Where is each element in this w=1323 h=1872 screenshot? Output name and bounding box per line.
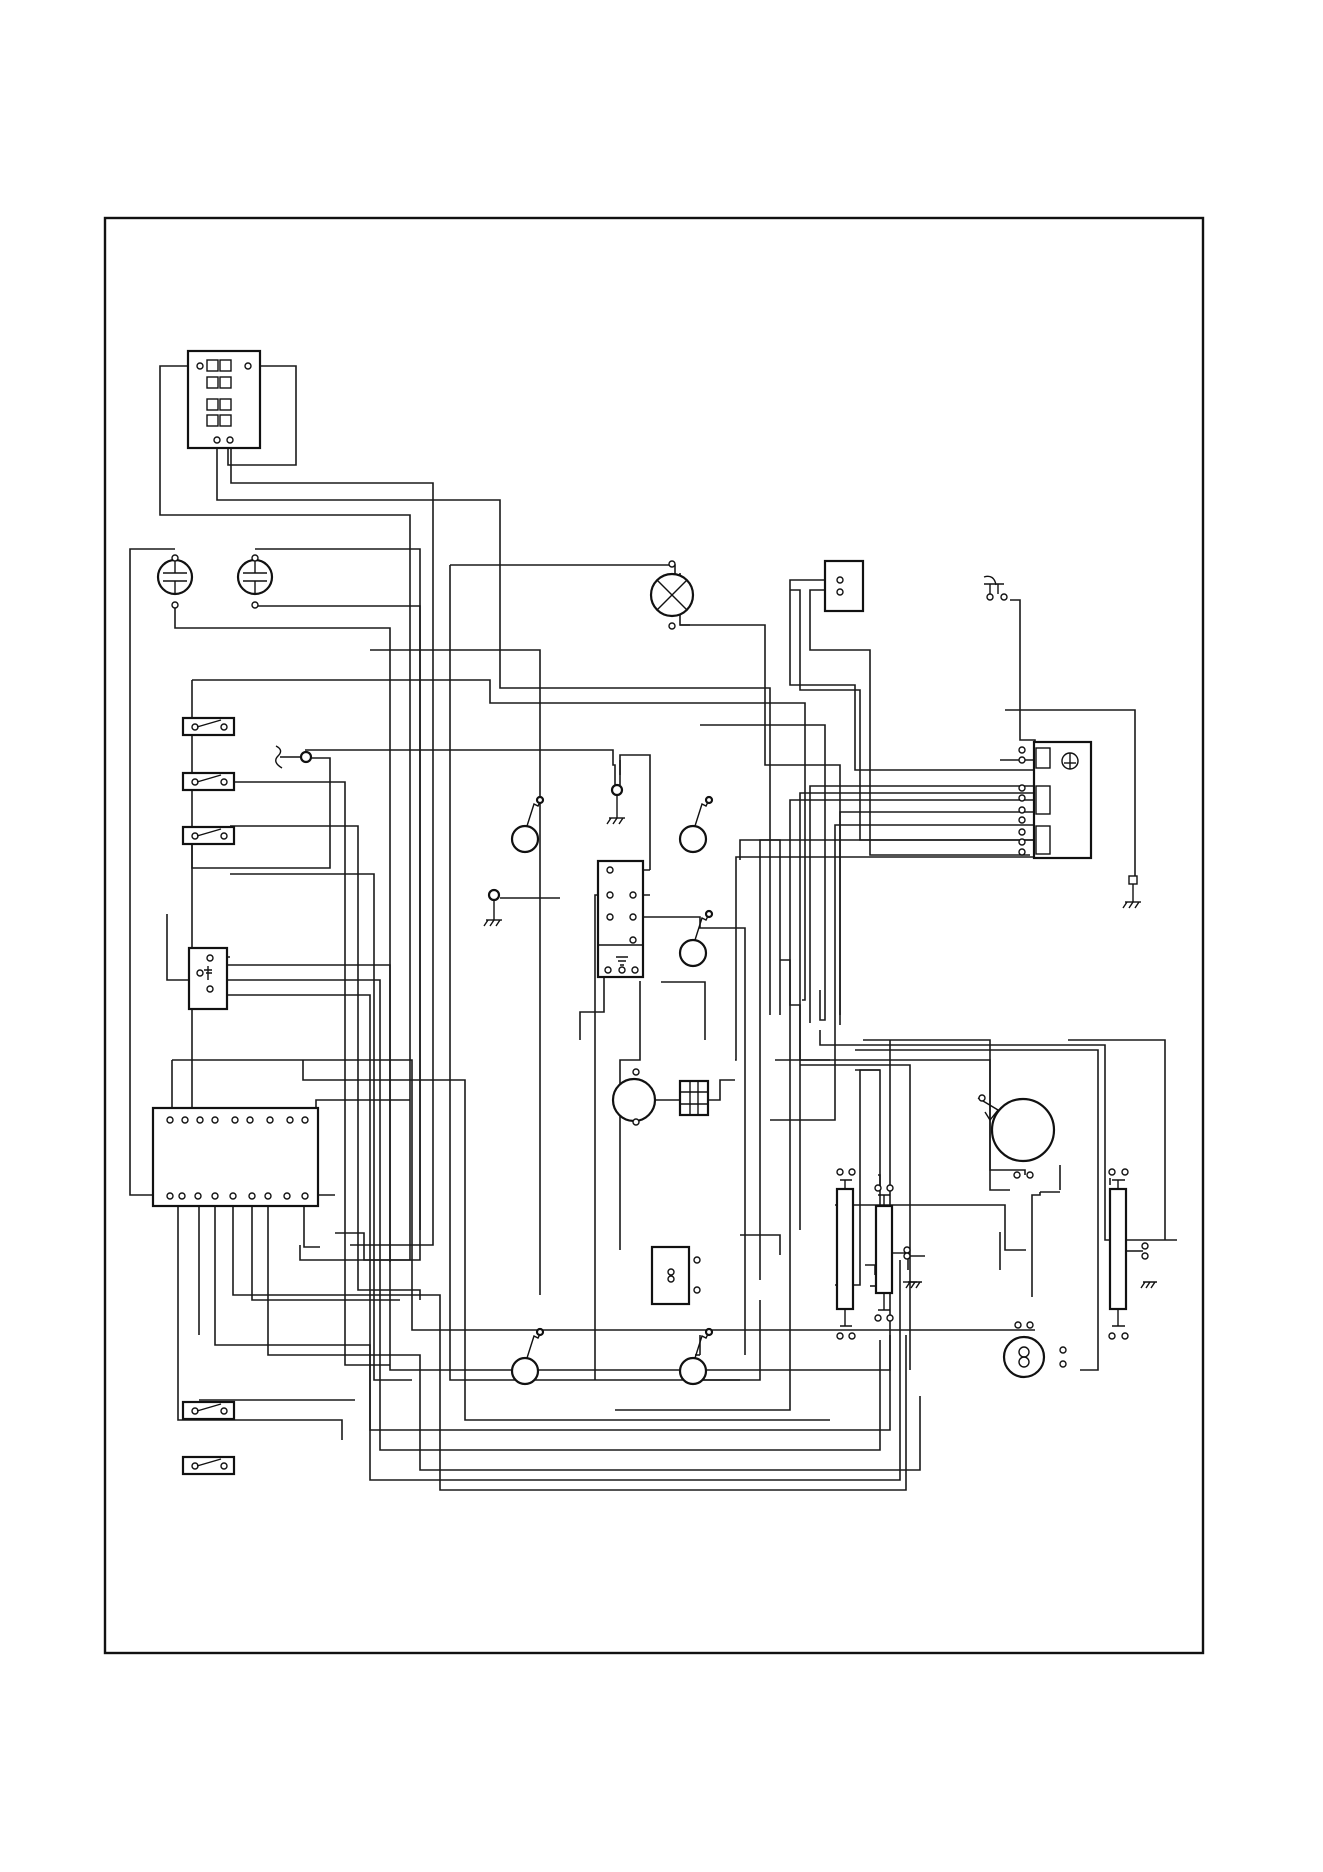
lamp: [651, 561, 693, 629]
heating-element-5: [680, 1329, 712, 1384]
relay-switch-2: [183, 773, 234, 790]
relay-switch-5: [183, 1457, 234, 1474]
heater-rod-3: [1109, 1169, 1157, 1339]
connector-block: [825, 561, 863, 611]
earth-ground: [1123, 876, 1141, 908]
heating-element-2: [680, 797, 712, 852]
wires: [130, 366, 1177, 1490]
junction-box: [598, 861, 643, 977]
ground-symbol-center: [607, 785, 625, 824]
heater-rod-1: [837, 1169, 855, 1339]
relay-switch-1: [183, 718, 234, 735]
relay-switch-3: [183, 827, 234, 844]
thermal-fuse: [984, 576, 1007, 600]
diagram-frame: [105, 218, 1203, 1653]
terminal-block: [189, 948, 227, 1009]
neon-indicator-right: [238, 555, 272, 608]
transformer: [652, 1247, 700, 1304]
display-panel: [188, 351, 260, 448]
ground-symbol-left: [484, 890, 502, 926]
heating-element-4: [512, 1329, 543, 1384]
heating-element-3: [680, 911, 712, 966]
heating-element-1: [512, 797, 543, 852]
relay-switch-4: [183, 1402, 234, 1419]
neon-indicator-left: [158, 555, 192, 608]
control-board: [153, 1108, 318, 1206]
connector: [680, 1081, 708, 1115]
